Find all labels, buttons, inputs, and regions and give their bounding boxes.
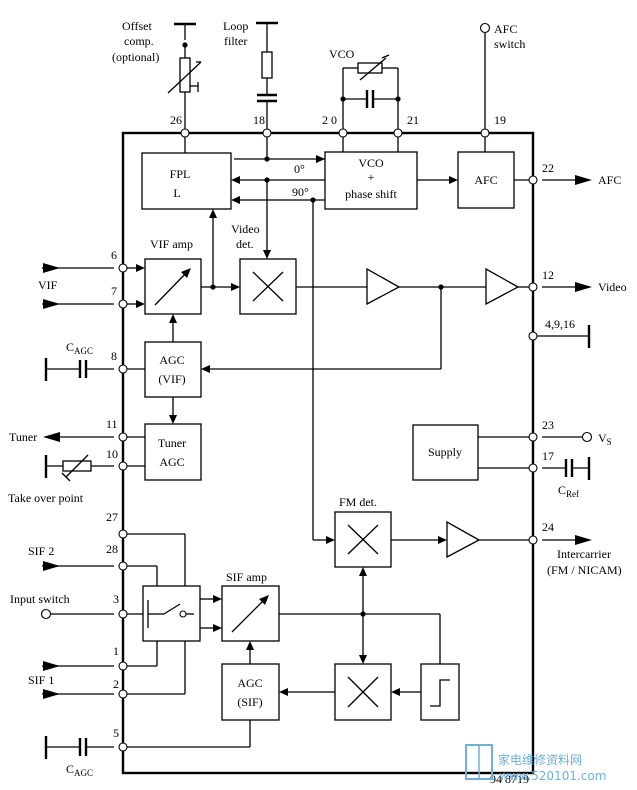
- fpll-block: [141, 152, 232, 210]
- pin-5: 5: [113, 726, 119, 740]
- pin-26: 26: [170, 113, 182, 127]
- offset-label-1: Offset: [122, 19, 152, 33]
- vif-label: VIF: [38, 278, 58, 292]
- vco-label-3: phase shift: [345, 187, 397, 201]
- sif1-label: SIF 1: [28, 673, 54, 687]
- pin-3: 3: [113, 592, 119, 606]
- loop-filter-label-2: filter: [224, 34, 247, 48]
- pin-8: 8: [111, 349, 117, 363]
- intercarrier-label-1: Intercarrier: [557, 547, 611, 561]
- supply-label: Supply: [428, 445, 462, 459]
- fpll-label-1: FPL: [170, 167, 191, 181]
- input-switch-label: Input switch: [10, 592, 70, 606]
- agc-vif-label-2: (VIF): [158, 372, 185, 386]
- watermark-url: www.520101.com: [499, 769, 606, 783]
- angle-0-label: 0°: [294, 162, 305, 176]
- cagc-label-bottom: CAGC: [66, 762, 93, 778]
- input-switch-terminal[interactable]: [40, 608, 52, 620]
- afc-switch-label-1: AFC: [494, 22, 517, 36]
- pin-24: 24: [542, 520, 554, 534]
- afc-switch-terminal[interactable]: [479, 22, 491, 34]
- pin-17: 17: [542, 449, 554, 463]
- tuner-agc-block: [144, 423, 202, 481]
- ic-outline: [121, 131, 535, 775]
- pin-19: 19: [494, 113, 506, 127]
- watermark-chinese: 家电维修资料网: [498, 752, 582, 767]
- afc-out-label: AFC: [598, 173, 621, 187]
- afc-block-label: AFC: [474, 173, 497, 187]
- vs-label: VS: [598, 431, 612, 447]
- pin-7: 7: [111, 284, 117, 298]
- pin-6: 6: [111, 248, 117, 262]
- watermark: 家电维修资料网 www.520101.com: [465, 744, 606, 783]
- pin-markers: [118, 128, 538, 752]
- sif2-label: SIF 2: [28, 544, 54, 558]
- video-out-label: Video: [598, 280, 627, 294]
- video-det-label-2: det.: [236, 237, 254, 251]
- tuner-agc-label-2: AGC: [159, 455, 184, 469]
- cref-label: CRef: [558, 483, 579, 499]
- vco-label-2: +: [368, 170, 375, 184]
- agc-sif-label-1: AGC: [237, 676, 262, 690]
- take-over-label: Take over point: [8, 491, 84, 505]
- pin-10: 10: [106, 447, 118, 461]
- angle-90-label: 90°: [292, 185, 309, 199]
- pin-12: 12: [542, 268, 554, 282]
- pin-22: 22: [542, 161, 554, 175]
- pin-4916: 4,9,16: [545, 317, 575, 331]
- vif-amp-label: VIF amp: [150, 237, 193, 251]
- tuner-label: Tuner: [9, 430, 37, 444]
- fpll-label-2: L: [173, 186, 180, 200]
- agc-vif-block: [144, 341, 202, 398]
- supply-block: [412, 424, 479, 481]
- vco-top-label: VCO: [329, 47, 355, 61]
- drawing-code: 94 8719: [490, 772, 529, 786]
- offset-label-3: (optional): [112, 50, 159, 64]
- pin-2: 2: [113, 677, 119, 691]
- cagc-label-top: CAGC: [66, 340, 93, 356]
- agc-sif-label-2: (SIF): [237, 695, 262, 709]
- pin-11: 11: [106, 417, 118, 431]
- video-amp-2: [485, 267, 520, 306]
- offset-comp: [167, 22, 202, 133]
- video-det-label-1: Video: [231, 222, 260, 236]
- agc-vif-label-1: AGC: [159, 353, 184, 367]
- vs-terminal[interactable]: [581, 431, 593, 443]
- pin-20: 2 0: [322, 113, 337, 127]
- pin-28: 28: [106, 542, 118, 556]
- vco-external: [340, 54, 401, 133]
- agc-sif-block: [221, 663, 280, 721]
- pin-27: 27: [106, 510, 118, 524]
- tuner-agc-label-1: Tuner: [158, 436, 186, 450]
- video-amp-1: [366, 267, 401, 306]
- vco-label-1: VCO: [358, 156, 384, 170]
- pin-21: 21: [407, 113, 419, 127]
- pin-23: 23: [542, 418, 554, 432]
- pin-18: 18: [253, 113, 265, 127]
- intercarrier-label-2: (FM / NICAM): [547, 563, 622, 577]
- sif-amp-label: SIF amp: [226, 570, 267, 584]
- loop-filter: [256, 21, 278, 133]
- loop-filter-label-1: Loop: [223, 19, 248, 33]
- afc-switch-label-2: switch: [494, 37, 525, 51]
- offset-label-2: comp.: [124, 34, 154, 48]
- intercarrier-amp: [446, 520, 481, 559]
- fm-det-label: FM det.: [339, 495, 377, 509]
- pin-1: 1: [113, 644, 119, 658]
- afc-block: [457, 151, 515, 209]
